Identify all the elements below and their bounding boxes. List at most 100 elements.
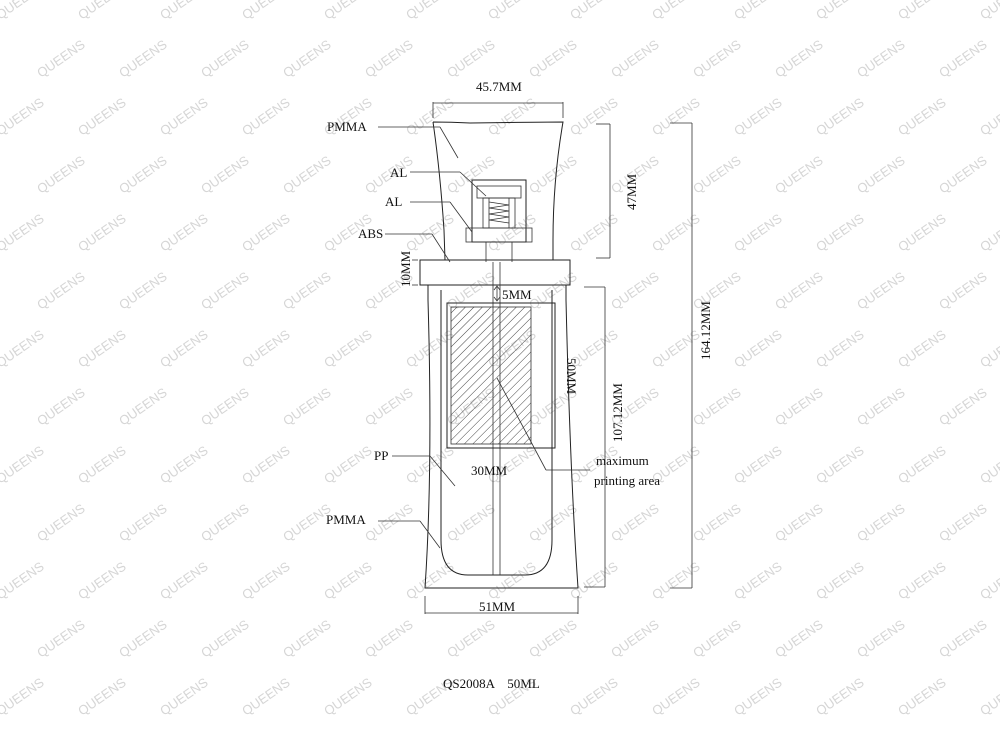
watermark-text: QUEENS [75,210,129,254]
watermark-text: QUEENS [75,674,129,718]
watermark-text: QUEENS [403,210,457,254]
watermark-text: QUEENS [608,616,662,660]
watermark-text: QUEENS [116,384,170,428]
annotation-line-1: maximum [596,453,649,468]
dimension-lines [412,102,693,614]
watermark-text: QUEENS [157,558,211,602]
watermark-text: QUEENS [526,152,580,196]
watermark-text: QUEENS [731,558,785,602]
watermark-text: QUEENS [157,442,211,486]
watermark-text: QUEENS [75,442,129,486]
watermark-text: QUEENS [649,0,703,22]
watermark-text: QUEENS [813,326,867,370]
watermark-text: QUEENS [895,210,949,254]
watermark-text: QUEENS [731,442,785,486]
dim-cap-height: 47MM [624,173,639,210]
watermark-text: QUEENS [362,500,416,544]
watermark-text: QUEENS [731,210,785,254]
dim-total-height: 164.12MM [698,301,713,360]
watermark-text: QUEENS [280,36,334,80]
watermark-text: QUEENS [157,0,211,22]
dim-collar-height: 10MM [398,250,413,287]
watermark-text: QUEENS [485,94,539,138]
watermark-text: QUEENS [977,94,1000,138]
watermark-text: QUEENS [444,616,498,660]
watermark-text: QUEENS [567,674,621,718]
watermark-text: QUEENS [526,268,580,312]
watermark-text: QUEENS [813,558,867,602]
watermark-text: QUEENS [362,384,416,428]
watermark-text: QUEENS [772,616,826,660]
watermark-text: QUEENS [34,152,88,196]
printing-area-hatch [450,306,532,445]
watermark-text: QUEENS [772,500,826,544]
watermark-text: QUEENS [854,152,908,196]
watermark-text: QUEENS [444,36,498,80]
watermark-text: QUEENS [772,36,826,80]
watermark-text: QUEENS [321,0,375,22]
watermark-text: QUEENS [690,152,744,196]
watermark-text: QUEENS [239,326,293,370]
watermark-text: QUEENS [280,384,334,428]
watermark-text: QUEENS [854,616,908,660]
watermark-text: QUEENS [198,500,252,544]
watermark-text: QUEENS [444,268,498,312]
dim-body-height: 107.12MM [610,383,625,442]
watermark-text: QUEENS [321,326,375,370]
watermark-text: QUEENS [34,384,88,428]
watermark-text: QUEENS [403,558,457,602]
watermark-text: QUEENS [0,558,47,602]
watermark-text: QUEENS [116,616,170,660]
watermark-text: QUEENS [731,326,785,370]
watermark-text: QUEENS [977,442,1000,486]
watermark-text: QUEENS [854,36,908,80]
watermark-text: QUEENS [977,0,1000,22]
watermark-text: QUEENS [813,442,867,486]
watermark-text: QUEENS [649,558,703,602]
watermark-text: QUEENS [198,36,252,80]
watermark-text: QUEENS [936,152,990,196]
watermark-text: QUEENS [198,152,252,196]
watermark-text: QUEENS [116,36,170,80]
label-pmma-top: PMMA [327,119,367,134]
watermark-text: QUEENS [321,674,375,718]
watermark-text: QUEENS [649,94,703,138]
annotation-line-2: printing area [594,473,660,488]
watermark-text: QUEENS [813,674,867,718]
watermark-text: QUEENS [690,616,744,660]
watermark-text: QUEENS [239,0,293,22]
watermark-text: QUEENS [936,616,990,660]
watermark-text: QUEENS [895,326,949,370]
watermark-text: QUEENS [157,94,211,138]
watermark-text: QUEENS [936,36,990,80]
watermark-text: QUEENS [567,210,621,254]
printing-area-annotation: maximum printing area [594,453,660,488]
watermark-text: QUEENS [936,268,990,312]
watermark-text: QUEENS [0,94,47,138]
watermark-text: QUEENS [895,558,949,602]
watermark-text: QUEENS [608,268,662,312]
watermark-text: QUEENS [75,326,129,370]
watermark-text: QUEENS [403,94,457,138]
label-al-1: AL [390,165,407,180]
watermark-text: QUEENS [239,558,293,602]
watermark-text: QUEENS [854,268,908,312]
label-pmma-bottom: PMMA [326,512,366,527]
watermark-text: QUEENS [0,442,47,486]
watermark-text: QUEENS [649,326,703,370]
watermark-text: QUEENS [157,674,211,718]
watermark-text: QUEENS [608,500,662,544]
watermark-text: QUEENS [895,442,949,486]
watermark-text: QUEENS [731,674,785,718]
watermark-text: QUEENS [116,152,170,196]
watermark-text: QUEENS [649,674,703,718]
watermark-text: QUEENS [0,326,47,370]
watermark-text: QUEENS [444,500,498,544]
watermark-text: QUEENS [157,326,211,370]
dimension-labels: 45.7MM 47MM 164.12MM 10MM 5MM 50MM 107.1… [398,79,713,614]
watermark-text: QUEENS [567,94,621,138]
watermark-text: QUEENS [731,0,785,22]
watermark-text: QUEENS [690,36,744,80]
watermark-text: QUEENS [280,616,334,660]
watermark-text: QUEENS [34,36,88,80]
